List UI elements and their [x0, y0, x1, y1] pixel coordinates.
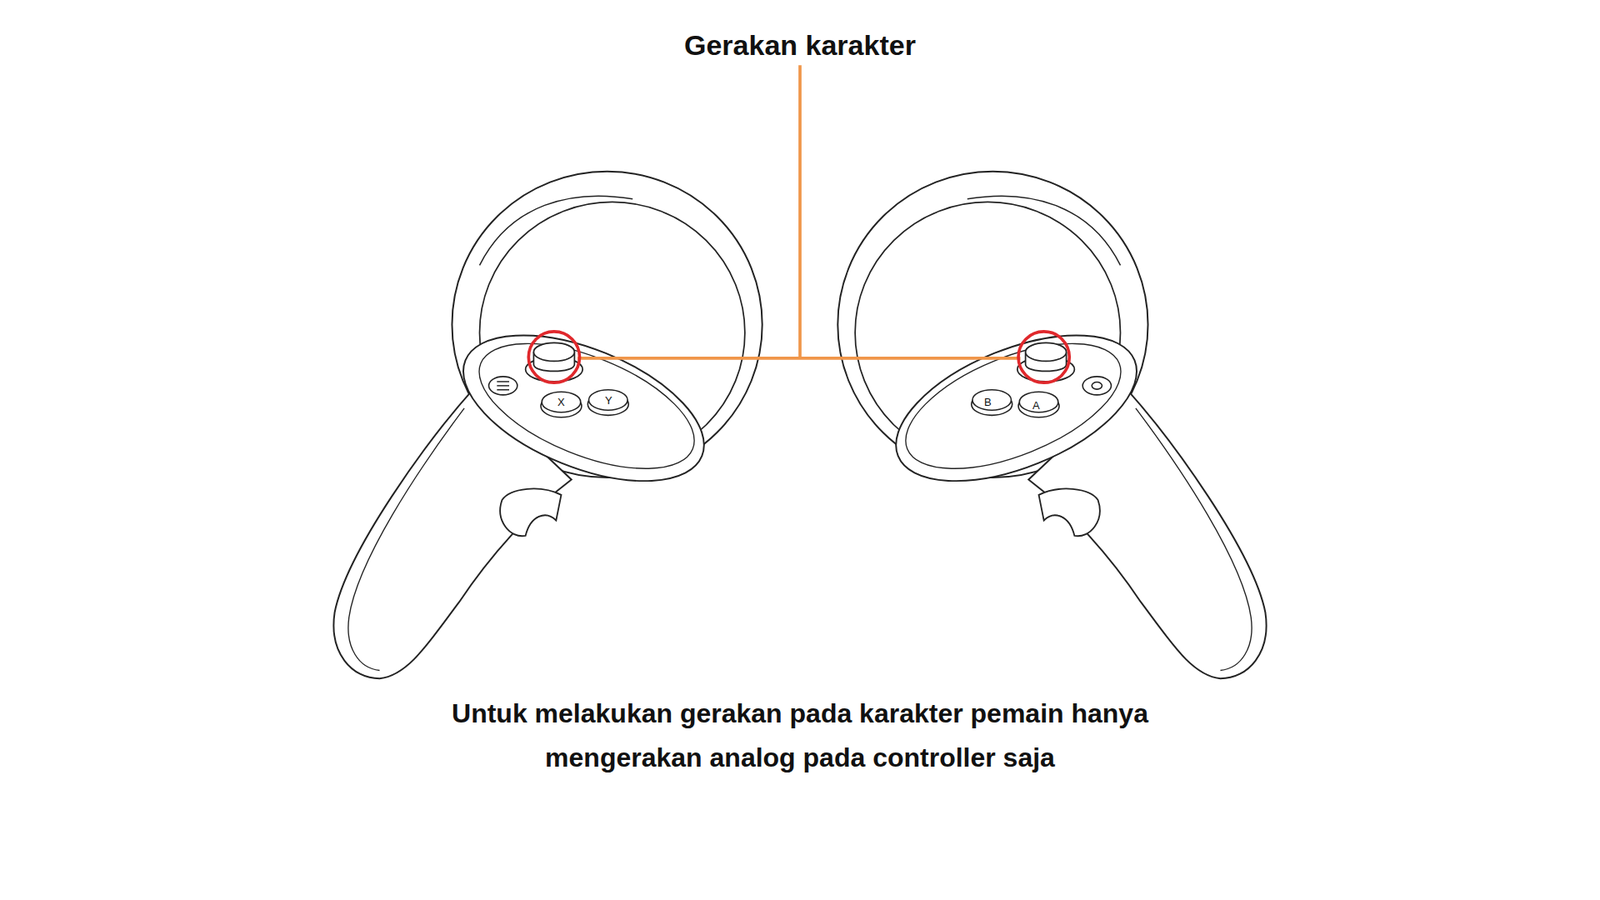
button-letter: B [984, 396, 992, 408]
caption: Untuk melakukan gerakan pada karakter pe… [383, 691, 1217, 780]
right-controller [837, 171, 1266, 680]
leader-line [577, 65, 1020, 358]
menu-icon [496, 381, 510, 390]
button-letter: A [1032, 400, 1040, 411]
callout-label: Gerakan karakter [684, 30, 916, 60]
system-icon [1091, 382, 1102, 390]
left-controller [333, 171, 762, 680]
highlight-circle [1018, 331, 1070, 383]
highlight-circle [528, 331, 580, 383]
button-letter: Y [605, 395, 613, 406]
button-letter: X [557, 396, 565, 408]
